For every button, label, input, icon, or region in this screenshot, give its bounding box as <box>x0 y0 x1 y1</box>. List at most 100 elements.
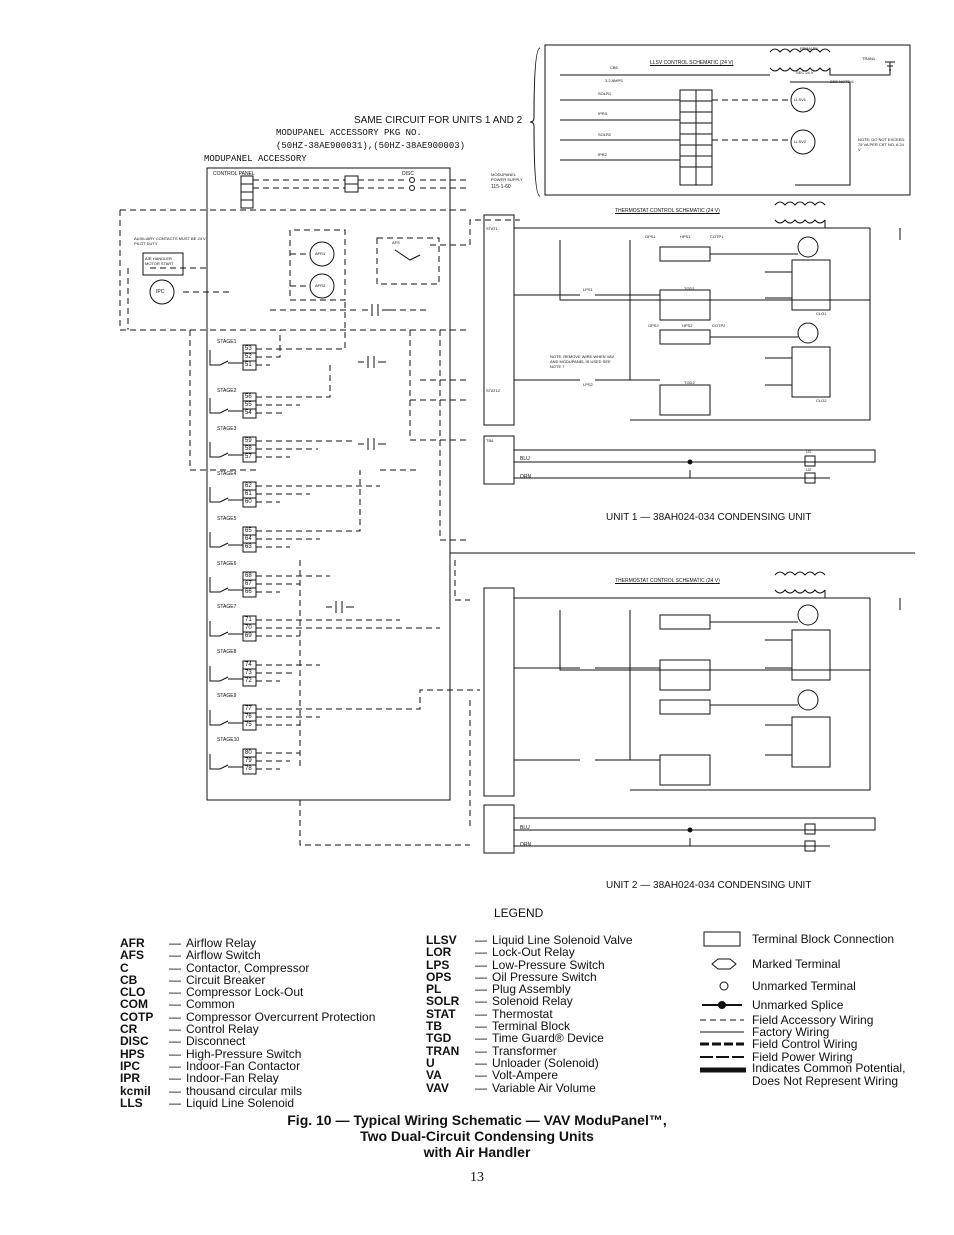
figure-caption: Fig. 10 — Typical Wiring Schematic — VAV… <box>287 1112 667 1160</box>
stage-label-6: STAGE6 <box>217 561 237 567</box>
unit1-note: NOTE: REMOVE WIRE WHEN VAV AND MODUPANEL… <box>550 354 615 369</box>
legend-row: IPR—Indoor-Fan Relay <box>120 1071 279 1086</box>
bold-dashed-line-icon <box>698 1038 746 1050</box>
stage-label-3: STAGE3 <box>217 426 237 432</box>
unit2-blu-label: BLU <box>520 825 530 831</box>
llsv-amps-label: 3.2 AMPS <box>605 78 623 83</box>
unit1-cotp2: COTP2 <box>712 323 726 328</box>
llsv-box <box>544 44 911 196</box>
legend-row: PL—Plug Assembly <box>426 982 571 997</box>
stage-label-1: STAGE1 <box>217 339 237 345</box>
llsv-cb-label: CB6 <box>610 65 618 70</box>
unit1-lps2: LPS2 <box>583 382 593 387</box>
air-handler-label: AIR HANDLER MOTOR START <box>145 256 174 266</box>
unit1-tgd1: TGD1 <box>684 286 695 291</box>
stage-label-9: STAGE9 <box>217 693 237 699</box>
legend-row: DISC—Disconnect <box>120 1034 246 1049</box>
llsv2-label: LLSV2 <box>794 139 807 144</box>
aux-contacts-note: AUXILIARY CONTACTS MUST BE 24 V PILOT DU… <box>134 236 206 246</box>
symbol-row-unmarked-splice: Unmarked Splice <box>698 998 843 1012</box>
llsv1-label: LLSV1 <box>794 97 807 102</box>
legend-row: COTP—Compressor Overcurrent Protection <box>120 1009 376 1024</box>
legend-row: LPS—Low-Pressure Switch <box>426 957 605 972</box>
ipr2-label: IPR2 <box>598 152 607 157</box>
symbol-row-factory-wiring: Factory Wiring <box>698 1025 829 1039</box>
stage-label-5: STAGE5 <box>217 516 237 522</box>
unit1-stat12: STAT12 <box>486 388 501 393</box>
legend-row: IPC—Indoor-Fan Contactor <box>120 1058 301 1073</box>
unit1-hps1: HPS1 <box>680 234 691 239</box>
supply-voltage-label: 115-1-60 <box>491 184 511 190</box>
afs-label: AFS <box>392 240 400 245</box>
unit1-u2: U2 <box>806 467 812 472</box>
symbol-row-terminal-block: Terminal Block Connection <box>698 930 894 948</box>
legend-row: CR—Control Relay <box>120 1022 259 1037</box>
unit1-blu-label: BLU <box>520 456 530 462</box>
unit1-clo1: CLO1 <box>816 311 827 316</box>
unit1-orn-label: ORN <box>520 474 532 480</box>
solr2-label: SOLR2 <box>598 132 612 137</box>
legend-row: kcmil—thousand circular mils <box>120 1083 303 1098</box>
same-circuit-brace <box>529 47 541 197</box>
afs-box <box>376 237 440 285</box>
control-panel-label: CONTROL PANEL <box>213 171 255 177</box>
llsv-title: LLSV CONTROL SCHEMATIC (24 V) <box>650 60 734 66</box>
symbol-row-marked-terminal: Marked Terminal <box>698 957 840 971</box>
legend-column-2: LLSV—Liquid Line Solenoid Valve LOR—Lock… <box>426 934 633 1094</box>
legend-row: VAV—Variable Air Volume <box>426 1080 596 1095</box>
legend-row: OPS—Oil Pressure Switch <box>426 969 597 984</box>
unit1-stat1: STAT1 <box>486 226 498 231</box>
ipc-coil <box>149 279 175 305</box>
legend-row: HPS—High-Pressure Switch <box>120 1046 302 1061</box>
aux-circuit-dashed <box>119 209 470 331</box>
unit1-clo2: CLO2 <box>816 398 827 403</box>
ipc-label: IPC <box>156 289 165 295</box>
afr1-label: AFR1 <box>315 251 326 256</box>
modupanel-box <box>206 167 451 801</box>
legend-title: LEGEND <box>494 906 544 920</box>
stage-switches <box>209 344 257 775</box>
symbol-row-field-power: Field Power Wiring <box>698 1050 853 1064</box>
unit1-schematic <box>483 201 901 485</box>
legend-row: STAT—Thermostat <box>426 1006 553 1021</box>
symbol-row-unmarked-terminal: Unmarked Terminal <box>698 979 856 993</box>
field-wiring <box>189 300 480 846</box>
unit1-caption: UNIT 1 — 38AH024-034 CONDENSING UNIT <box>606 512 812 523</box>
llsv-transformer-primary <box>769 48 831 53</box>
long-dashed-line-icon <box>698 1051 746 1063</box>
llsv-sec-label: SEC 24 V <box>796 70 814 75</box>
same-circuit-label: SAME CIRCUIT FOR UNITS 1 AND 2 <box>354 115 523 126</box>
symbol-row-field-accessory: Field Accessory Wiring <box>698 1013 873 1027</box>
unit2-thermostat-title: THERMOSTAT CONTROL SCHEMATIC (24 V) <box>615 578 720 584</box>
modupanel-accessory-label: MODUPANEL ACCESSORY <box>204 154 307 164</box>
llsv2-coil <box>790 129 816 155</box>
stage-label-7: STAGE7 <box>217 604 237 610</box>
legend-row: U—Unloader (Solenoid) <box>426 1055 599 1070</box>
llsv-tran-label: TRAN1 <box>862 56 876 61</box>
unit1-thermostat-title: THERMOSTAT CONTROL SCHEMATIC (24 V) <box>615 208 720 214</box>
legend-row: AFS—Airflow Switch <box>120 948 261 963</box>
stage-label-8: STAGE8 <box>217 649 237 655</box>
thick-line-icon <box>698 1062 746 1075</box>
llsv-primary-label: PRIMARY <box>800 46 819 51</box>
dashed-line-icon <box>698 1014 746 1026</box>
unit1-tgd2: TGD2 <box>684 380 695 385</box>
pkg-numbers: (50HZ-38AE900031),(50HZ-38AE900003) <box>276 141 466 151</box>
pkg-label: MODUPANEL ACCESSORY PKG NO. <box>276 128 422 138</box>
solid-line-icon <box>698 1026 746 1038</box>
marked-terminal-icon <box>698 957 746 971</box>
legend-row: LLS—Liquid Line Solenoid <box>120 1095 295 1110</box>
unit1-u1: U1 <box>806 449 812 454</box>
stage-label-2: STAGE2 <box>217 388 237 394</box>
terminal-block-icon <box>698 930 746 948</box>
air-handler-box <box>142 252 184 276</box>
page-number: 13 <box>470 1170 484 1185</box>
